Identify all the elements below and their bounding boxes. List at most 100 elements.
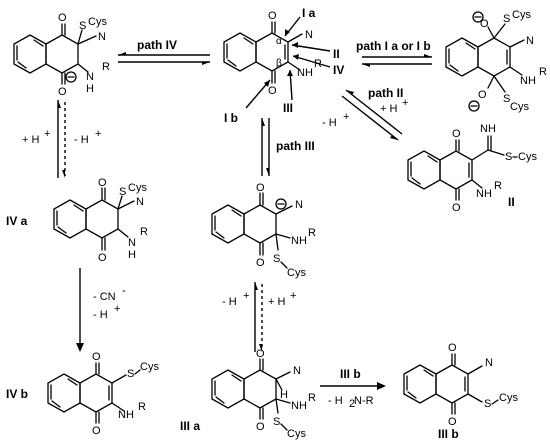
pathII-plus-sup: + (402, 97, 408, 109)
ivadd-Cys: Cys (88, 16, 107, 28)
ivadd-O-top: O (58, 12, 67, 24)
bis-Cys-top: Cys (512, 9, 531, 21)
IIIa-O-top: O (256, 348, 265, 360)
label-III-attack: III (283, 101, 293, 115)
III-O-bottom: O (256, 257, 265, 269)
IIIb-N-cyano: N (485, 357, 493, 369)
III-S: S (273, 253, 280, 265)
pathIV-equilibrium: path IV (118, 38, 210, 65)
III-IIIa-equilibrium: - H + + H + (222, 282, 296, 352)
II-NH: NH (476, 188, 492, 200)
compound-IVb: O O S Cys NH R IV b (6, 351, 159, 437)
IIIa-R: R (308, 392, 316, 404)
pathII-minus-sup: + (343, 111, 349, 123)
alpha-label: α (276, 36, 282, 47)
IIIa-Cys: Cys (287, 428, 306, 440)
center-quinone: O O N NH R α β I a II IV III I b (223, 6, 344, 125)
label-II-attack: II (333, 47, 340, 61)
label-Ib: I b (224, 111, 238, 125)
IIIa-IIIb-arrow: III b - H 2 N-R (320, 367, 386, 410)
pathII-minus-H: - H (322, 117, 337, 129)
center-N-cyano: N (305, 29, 313, 41)
pathII-equilibrium: path II + H + - H + (322, 86, 408, 141)
center-NH: NH (297, 67, 313, 79)
IVb-O-bottom: O (92, 425, 101, 437)
IV-plus-sup: + (44, 128, 50, 140)
ivadd-O-bottom: O (58, 86, 67, 98)
IVb-Cys: Cys (140, 361, 159, 373)
IV-plus-H: + H (22, 134, 39, 146)
IIIa-O-bottom: O (256, 421, 265, 433)
pathII-plus-H: + H (380, 103, 397, 115)
III-plus-sup: + (290, 290, 296, 302)
III-O-top: O (256, 182, 265, 194)
center-O-bottom: O (268, 85, 277, 97)
label-IV-attack: IV (333, 63, 344, 77)
II-O-top: O (452, 128, 461, 140)
IIIa-N-cyano: N (293, 365, 301, 377)
IVb-O-top: O (92, 351, 101, 363)
II-O-bottom: O (452, 202, 461, 214)
center-O-top: O (268, 10, 277, 22)
IVb-minus-H-sup: + (114, 303, 120, 315)
IVa-IVb-arrow: - CN - - H + (76, 268, 126, 352)
compound-IIIa: O O H N NH R S Cys III a (180, 348, 316, 440)
IV-minus-H: - H (74, 134, 89, 146)
IVa-Cys: Cys (128, 182, 147, 194)
bis-O-top: O (480, 18, 489, 30)
bis-NH: NH (520, 75, 536, 87)
IIIa-H: H (280, 389, 288, 401)
III-R: R (308, 227, 316, 239)
pathIaIb-equilibrium: path I a or I b (356, 39, 432, 67)
label-IIIb: III b (438, 427, 459, 440)
IVa-R: R (140, 226, 148, 238)
III-minus-sup: + (243, 290, 249, 302)
II-R: R (494, 180, 502, 192)
IVa-N-cyano: N (136, 196, 144, 208)
II-Cys: Cys (518, 151, 537, 163)
pathIII-carbanion: O O N NH R S Cys (211, 182, 316, 279)
ivadd-S: S (79, 20, 86, 32)
compound-IIIb: O O N S Cys III b (403, 342, 518, 440)
IVb-minus-CN-sup: - (122, 285, 126, 297)
bis-O-bottom: O (478, 89, 487, 101)
compound-IVa: O O S Cys N N H R IV a (6, 177, 148, 264)
label-IVa: IV a (6, 214, 28, 228)
IVb-minus-H: - H (93, 309, 108, 321)
IIIb-step-label: III b (340, 367, 361, 381)
IIIb-O-bottom: O (448, 416, 457, 428)
III-plus-H: + H (268, 296, 285, 308)
IVb-NH: NH (118, 409, 134, 421)
bis-N-cyano: N (526, 35, 534, 47)
IVb-S: S (127, 368, 134, 380)
pathIV-adduct: O O S Cys N N H R (13, 12, 110, 98)
IVb-R: R (138, 401, 146, 413)
IVa-S: S (119, 186, 126, 198)
IIIb-amine-rest: N-R (354, 395, 374, 407)
IVa-H: H (128, 249, 136, 261)
IIIb-amine-sub: 2 (349, 398, 355, 410)
ivadd-N-cyano: N (98, 31, 106, 43)
bis-adduct: O S Cys N NH R O S Cys (445, 9, 547, 113)
II-imine-NH: NH (480, 123, 496, 135)
bis-S-bottom: S (503, 93, 510, 105)
label-IVb: IV b (6, 387, 28, 401)
IIIb-O-top: O (448, 342, 457, 354)
IV-minus-sup: + (95, 128, 101, 140)
III-NH: NH (291, 235, 307, 247)
II-S: S (505, 151, 512, 163)
pathII-label: path II (368, 86, 403, 100)
beta-label: β (276, 58, 282, 69)
pathIaIb-label: path I a or I b (356, 39, 431, 53)
product-II: O O NH S Cys NH R II (407, 123, 537, 214)
label-II-product: II (508, 195, 515, 209)
IIIa-S: S (273, 416, 280, 428)
IV-IVa-equilibrium: + H + - H + (22, 100, 101, 178)
IVa-O-bottom: O (98, 252, 107, 264)
ivadd-H: H (86, 83, 94, 95)
IIIb-S: S (484, 398, 491, 410)
IIIa-NH: NH (291, 400, 307, 412)
IVb-minus-CN: - CN (93, 291, 116, 303)
